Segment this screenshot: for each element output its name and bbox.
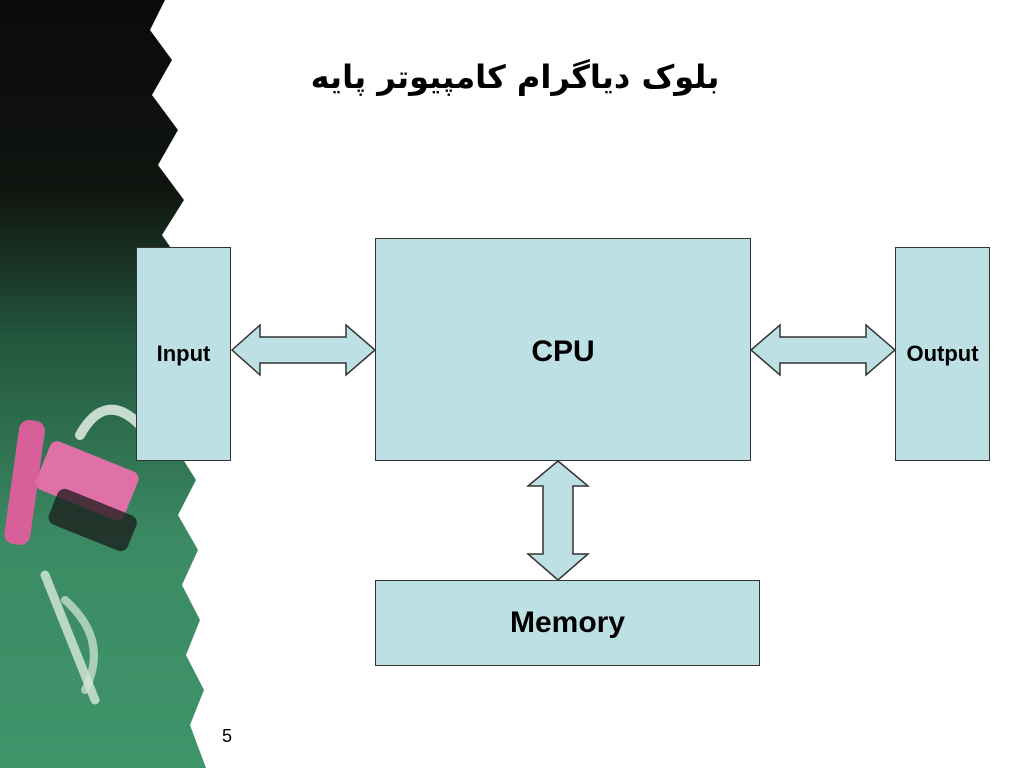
- chalk-shadow: [48, 488, 137, 552]
- pink-chalk-piece: [4, 420, 45, 545]
- output-label: Output: [906, 341, 979, 366]
- cpu-label: CPU: [531, 335, 595, 368]
- chalk-stroke-hook: [61, 596, 98, 694]
- slide-title: بلوک دیاگرام کامپیوتر پایه: [310, 58, 720, 96]
- page-number: 5: [222, 726, 233, 746]
- pink-chalk-piece-large: [35, 441, 139, 521]
- cpu-box: CPU: [375, 238, 751, 461]
- memory-label: Memory: [509, 606, 626, 639]
- memory-box: Memory: [375, 580, 760, 666]
- input-box: Input: [136, 247, 231, 461]
- chalkboard-shape: [0, 0, 206, 768]
- input-label: Input: [156, 341, 211, 366]
- chalk-stroke-curve: [75, 404, 145, 440]
- output-box: Output: [895, 247, 990, 461]
